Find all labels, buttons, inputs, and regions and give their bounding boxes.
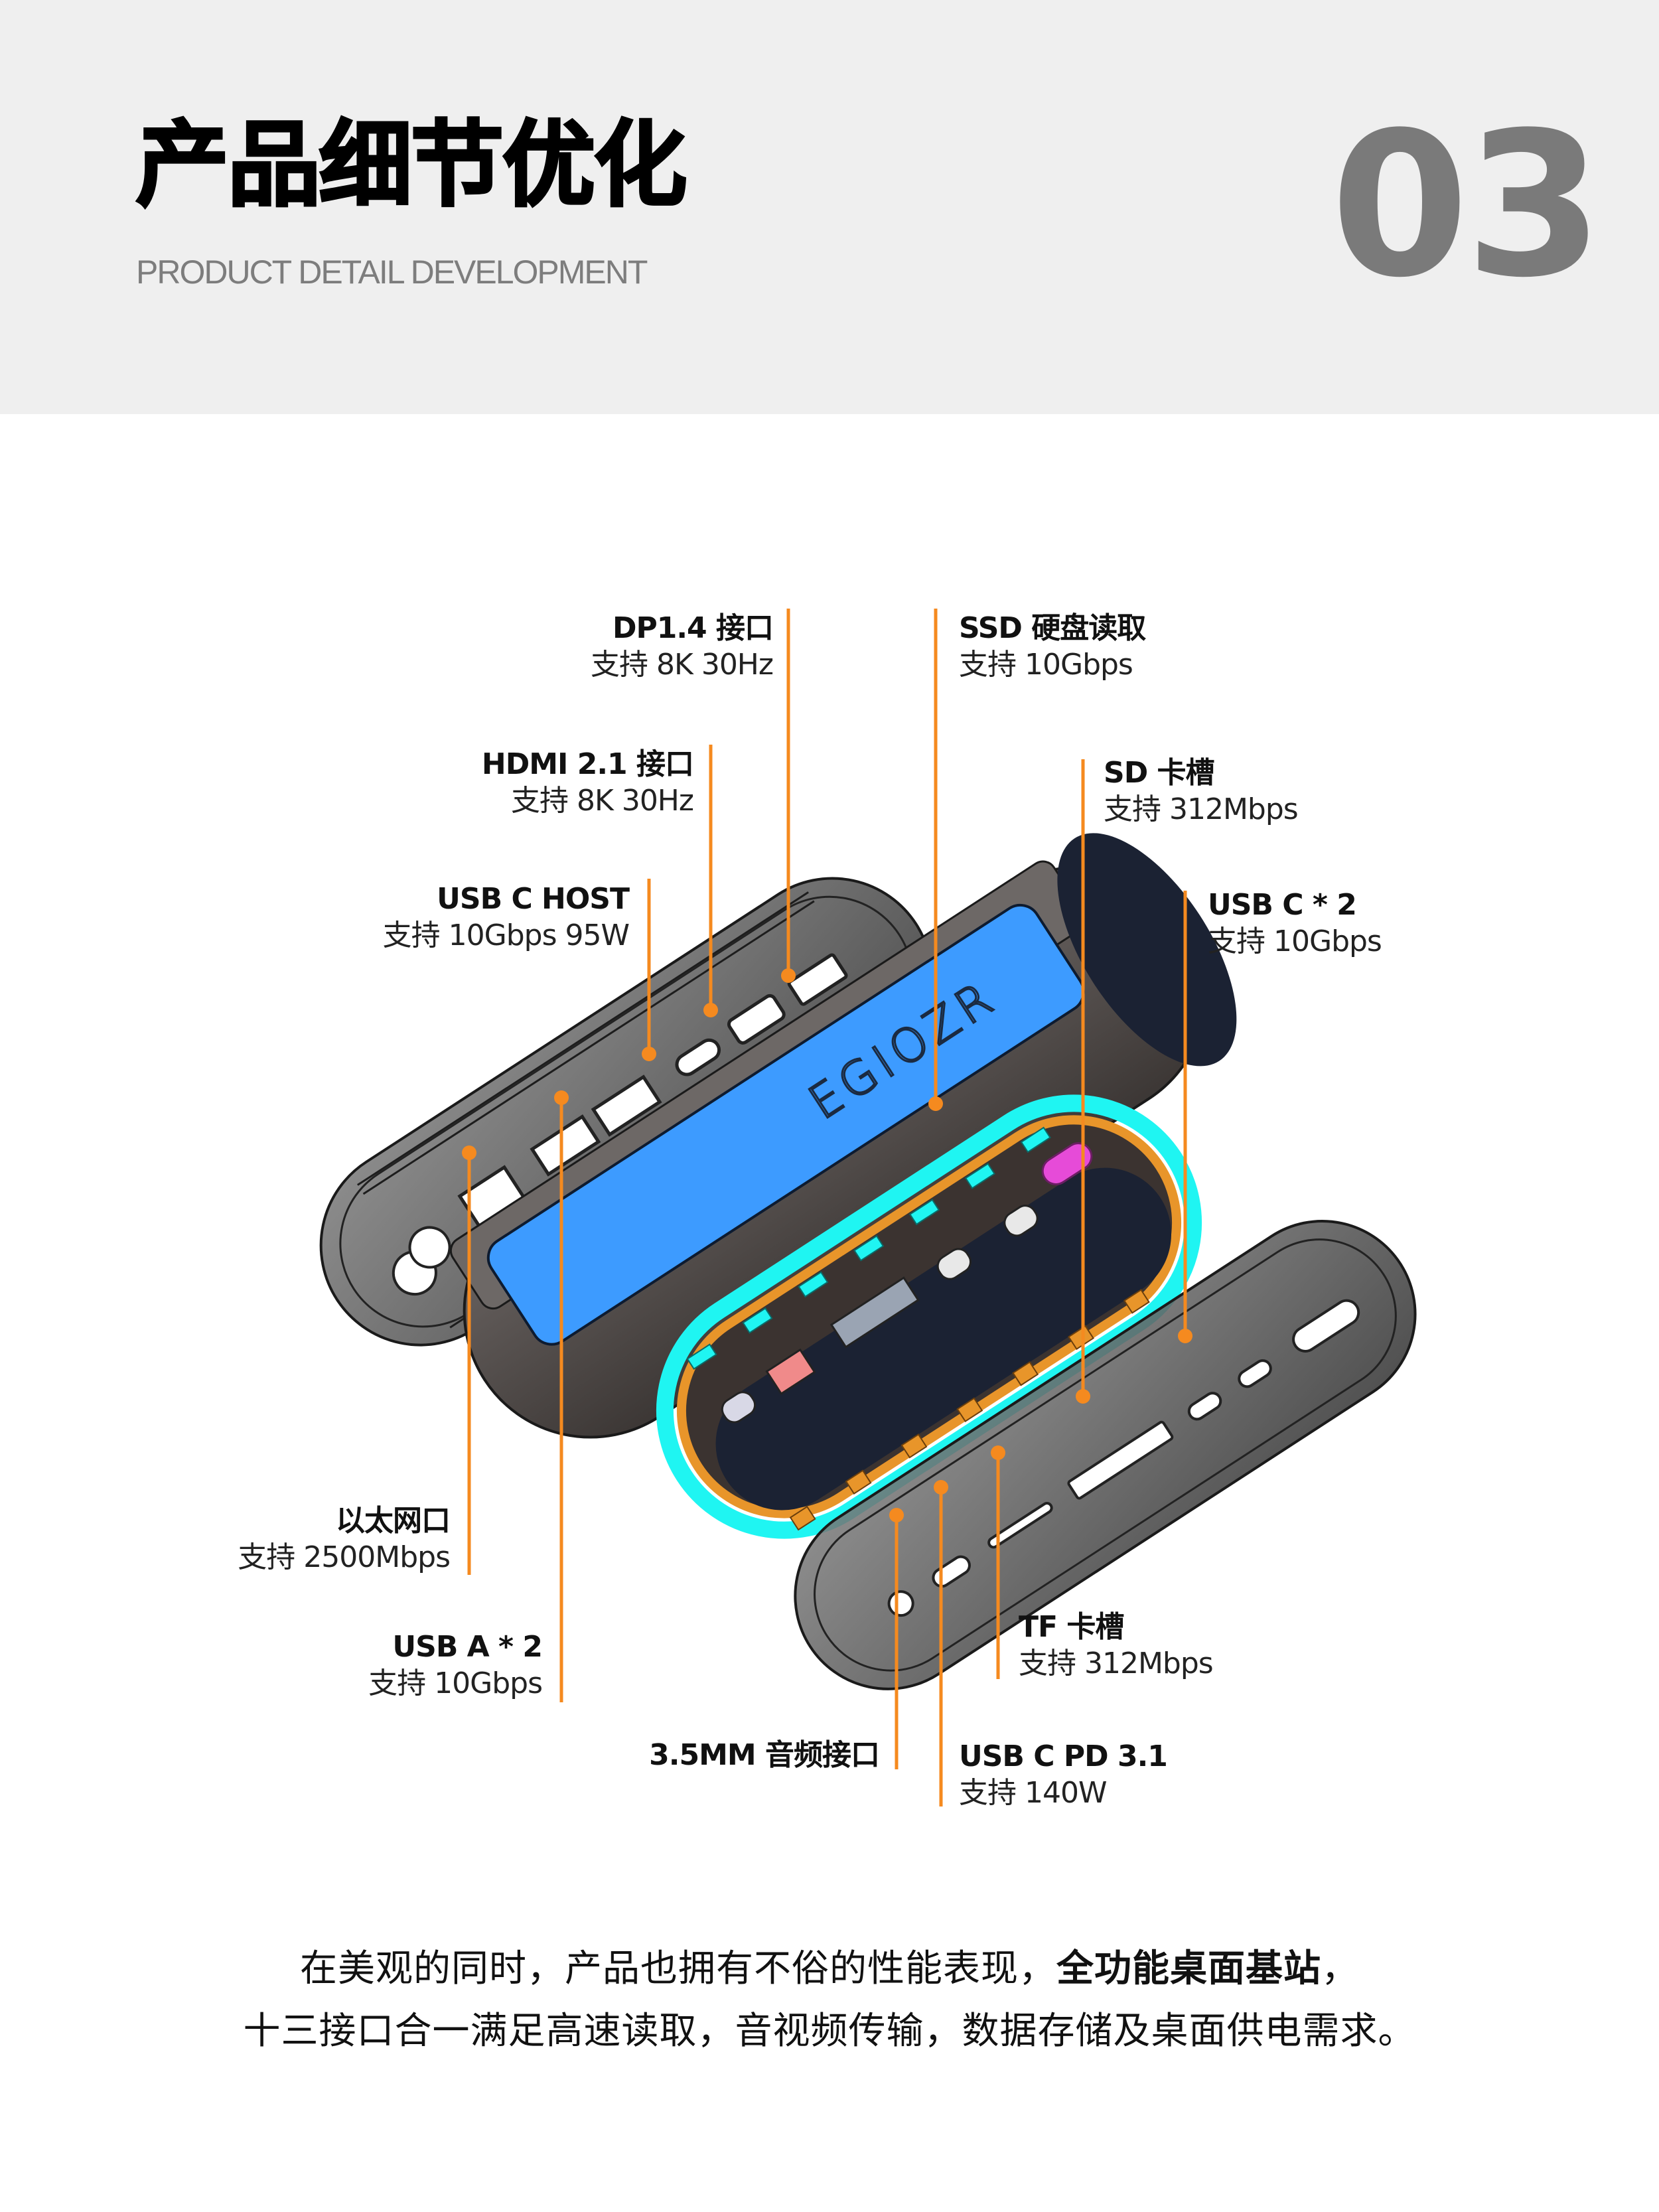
callout-audio: 3.5MM 音频接口	[649, 1737, 880, 1773]
callout-name: TF 卡槽	[1019, 1610, 1124, 1644]
page-title: 产品细节优化	[135, 111, 688, 220]
callout-name: 以太网口	[336, 1504, 451, 1538]
callout-name: SD 卡槽	[1104, 756, 1215, 790]
callout-tf: TF 卡槽 支持 312Mbps	[1019, 1609, 1214, 1682]
callout-ssd: SSD 硬盘读取 支持 10Gbps	[959, 610, 1146, 683]
callout-usbc-x2: USB C * 2 支持 10Gbps	[1208, 887, 1382, 960]
callout-sd: SD 卡槽 支持 312Mbps	[1104, 755, 1299, 828]
callout-name: HDMI 2.1 接口	[481, 747, 694, 781]
callout-name: USB C * 2	[1208, 888, 1357, 922]
callout-name: DP1.4 接口	[612, 611, 774, 645]
leader-lines	[462, 609, 1192, 1806]
callout-name: USB C HOST	[437, 882, 630, 916]
callout-spec: 支持 140W	[959, 1776, 1107, 1810]
callout-spec: 支持 312Mbps	[1019, 1647, 1214, 1680]
page-subtitle: PRODUCT DETAIL DEVELOPMENT	[136, 254, 648, 291]
callout-spec: 支持 8K 30Hz	[591, 648, 774, 682]
callout-usba-x2: USB A * 2 支持 10Gbps	[368, 1629, 543, 1702]
caption-highlight: 全功能桌面基站	[1056, 1947, 1321, 1990]
callout-dp: DP1.4 接口 支持 8K 30Hz	[591, 610, 774, 683]
header-band: 产品细节优化 PRODUCT DETAIL DEVELOPMENT 03	[0, 0, 1659, 414]
main-body: EGIOZR	[449, 833, 1237, 1439]
caption-line-2: 十三接口合一满足高速读取，音视频传输，数据存储及桌面供电需求。	[243, 2010, 1416, 2053]
caption-line-1: 在美观的同时，产品也拥有不俗的性能表现，全功能桌面基站，	[0, 1938, 1659, 2000]
callout-hdmi: HDMI 2.1 接口 支持 8K 30Hz	[481, 746, 694, 819]
callout-spec: 支持 10Gbps	[959, 648, 1133, 682]
callout-spec: 支持 312Mbps	[1104, 792, 1299, 826]
callout-usbc-pd: USB C PD 3.1 支持 140W	[959, 1738, 1168, 1811]
product-exploded-render: EGIOZR	[319, 609, 1417, 1806]
caption-text: 在美观的同时，产品也拥有不俗的性能表现，	[300, 1947, 1056, 1990]
description-caption: 在美观的同时，产品也拥有不俗的性能表现，全功能桌面基站， 十三接口合一满足高速读…	[0, 1938, 1659, 2063]
product-diagram: EGIOZR	[0, 414, 1659, 1874]
callout-name: 3.5MM 音频接口	[649, 1738, 880, 1772]
callout-usbc-host: USB C HOST 支持 10Gbps 95W	[382, 881, 630, 954]
callout-spec: 支持 10Gbps	[368, 1666, 543, 1700]
callout-name: USB A * 2	[392, 1630, 543, 1664]
callout-ethernet: 以太网口 支持 2500Mbps	[238, 1503, 451, 1576]
callout-spec: 支持 10Gbps	[1208, 924, 1382, 958]
callout-spec: 支持 2500Mbps	[238, 1540, 451, 1574]
callout-spec: 支持 10Gbps 95W	[382, 919, 630, 952]
section-number: 03	[1331, 90, 1603, 321]
callout-spec: 支持 8K 30Hz	[511, 784, 694, 818]
front-end-cap	[794, 1219, 1417, 1690]
callout-name: USB C PD 3.1	[959, 1739, 1168, 1773]
callout-name: SSD 硬盘读取	[959, 611, 1146, 645]
caption-text: ，	[1321, 1947, 1359, 1990]
